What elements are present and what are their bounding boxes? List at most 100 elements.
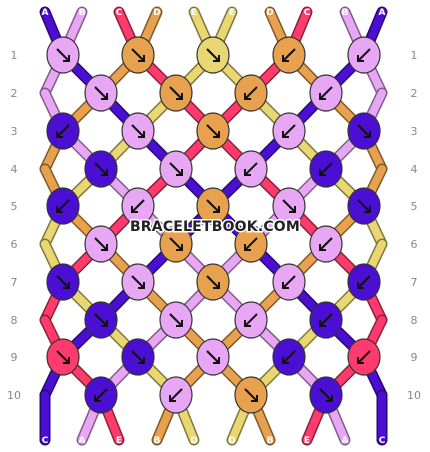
row-label-right: 3 bbox=[411, 125, 418, 138]
knot bbox=[234, 225, 268, 263]
row-label-left: 2 bbox=[11, 87, 18, 100]
knot-arrow-icon bbox=[131, 275, 145, 289]
knot-arrow-icon bbox=[244, 313, 258, 327]
row-label-left: 3 bbox=[11, 125, 18, 138]
knot-arrow-icon bbox=[94, 162, 108, 176]
knot-arrow-icon bbox=[357, 48, 371, 62]
knot-arrowhead-icon bbox=[101, 244, 108, 251]
knot-arrowhead-icon bbox=[289, 206, 296, 213]
row-label-left: 5 bbox=[11, 200, 18, 213]
knot bbox=[309, 376, 343, 414]
strand-label-bottom: C bbox=[42, 436, 49, 446]
row-label-right: 10 bbox=[407, 389, 421, 402]
knot-arrowhead-icon bbox=[131, 206, 138, 213]
knot bbox=[347, 187, 381, 225]
knot-arrow-icon bbox=[56, 275, 70, 289]
knot-arrow-icon bbox=[282, 350, 296, 364]
knot-arrow-icon bbox=[282, 199, 296, 213]
knot-arrow-icon bbox=[94, 86, 108, 100]
knot-arrowhead-icon bbox=[56, 206, 63, 213]
knot-arrow-icon bbox=[244, 86, 258, 100]
strand-label-bottom: E bbox=[304, 436, 310, 446]
knot-arrow-icon bbox=[357, 275, 371, 289]
knot-arrow-icon bbox=[169, 86, 183, 100]
knot-arrow-icon bbox=[244, 388, 258, 402]
knot-arrow-icon bbox=[94, 237, 108, 251]
knot bbox=[234, 301, 268, 339]
knot bbox=[84, 74, 118, 112]
knot bbox=[196, 36, 230, 74]
row-label-left: 1 bbox=[11, 49, 18, 62]
knot-arrowhead-icon bbox=[213, 282, 220, 289]
knot-arrow-icon bbox=[282, 275, 296, 289]
knot bbox=[46, 112, 80, 150]
knot bbox=[309, 74, 343, 112]
watermark: BRACELETBOOK.COM bbox=[130, 219, 300, 235]
knot bbox=[272, 263, 306, 301]
knot bbox=[159, 74, 193, 112]
row-label-right: 2 bbox=[411, 87, 418, 100]
knot-arrow-icon bbox=[94, 313, 108, 327]
knot-arrowhead-icon bbox=[213, 206, 220, 213]
knot-arrowhead-icon bbox=[251, 395, 258, 402]
knot-arrowhead-icon bbox=[176, 169, 183, 176]
knot-arrow-icon bbox=[206, 48, 220, 62]
knot-arrowhead-icon bbox=[138, 131, 145, 138]
row-label-right: 5 bbox=[411, 200, 418, 213]
knot-arrowhead-icon bbox=[63, 357, 70, 364]
knot-arrowhead-icon bbox=[319, 93, 326, 100]
knot-arrowhead-icon bbox=[326, 395, 333, 402]
knot-arrowhead-icon bbox=[282, 55, 289, 62]
strand-label-top: B bbox=[79, 8, 86, 18]
knot-arrowhead-icon bbox=[101, 320, 108, 327]
knot bbox=[159, 301, 193, 339]
knot-arrow-icon bbox=[56, 199, 70, 213]
knot-arrow-icon bbox=[131, 199, 145, 213]
knot-arrowhead-icon bbox=[357, 55, 364, 62]
row-label-left: 10 bbox=[7, 389, 21, 402]
knot-arrow-icon bbox=[357, 124, 371, 138]
row-label-right: 7 bbox=[411, 276, 418, 289]
knot bbox=[272, 112, 306, 150]
knot bbox=[159, 150, 193, 188]
row-label-right: 9 bbox=[411, 351, 418, 364]
knot-arrowhead-icon bbox=[244, 169, 251, 176]
knot bbox=[84, 301, 118, 339]
knot-arrowhead-icon bbox=[319, 244, 326, 251]
knot bbox=[272, 36, 306, 74]
knot bbox=[347, 36, 381, 74]
strand-label-bottom: E bbox=[116, 436, 122, 446]
knot-arrowhead-icon bbox=[357, 282, 364, 289]
knot bbox=[46, 187, 80, 225]
strand-label-top: E bbox=[229, 8, 235, 18]
knot bbox=[234, 74, 268, 112]
knot-arrowhead-icon bbox=[364, 131, 371, 138]
knot-arrowhead-icon bbox=[244, 244, 251, 251]
strand-label-bottom: A bbox=[79, 436, 86, 446]
knot-arrow-icon bbox=[206, 199, 220, 213]
knot-arrowhead-icon bbox=[56, 131, 63, 138]
knot bbox=[347, 338, 381, 376]
knot-arrow-icon bbox=[169, 237, 183, 251]
knot bbox=[121, 187, 155, 225]
strand-label-top: C bbox=[116, 8, 123, 18]
strand-label-top: E bbox=[191, 8, 197, 18]
knot-arrowhead-icon bbox=[319, 320, 326, 327]
knot-arrow-icon bbox=[206, 124, 220, 138]
knot-arrow-icon bbox=[244, 162, 258, 176]
knot-arrow-icon bbox=[94, 388, 108, 402]
knot-arrowhead-icon bbox=[244, 93, 251, 100]
knot bbox=[309, 150, 343, 188]
knot bbox=[272, 187, 306, 225]
knot bbox=[84, 150, 118, 188]
strand-label-top: A bbox=[379, 8, 386, 18]
knot-arrow-icon bbox=[357, 199, 371, 213]
strand-label-bottom: A bbox=[342, 436, 349, 446]
knot-arrow-icon bbox=[206, 275, 220, 289]
knot-arrow-icon bbox=[244, 237, 258, 251]
knot-arrow-icon bbox=[56, 124, 70, 138]
knot-arrowhead-icon bbox=[101, 169, 108, 176]
